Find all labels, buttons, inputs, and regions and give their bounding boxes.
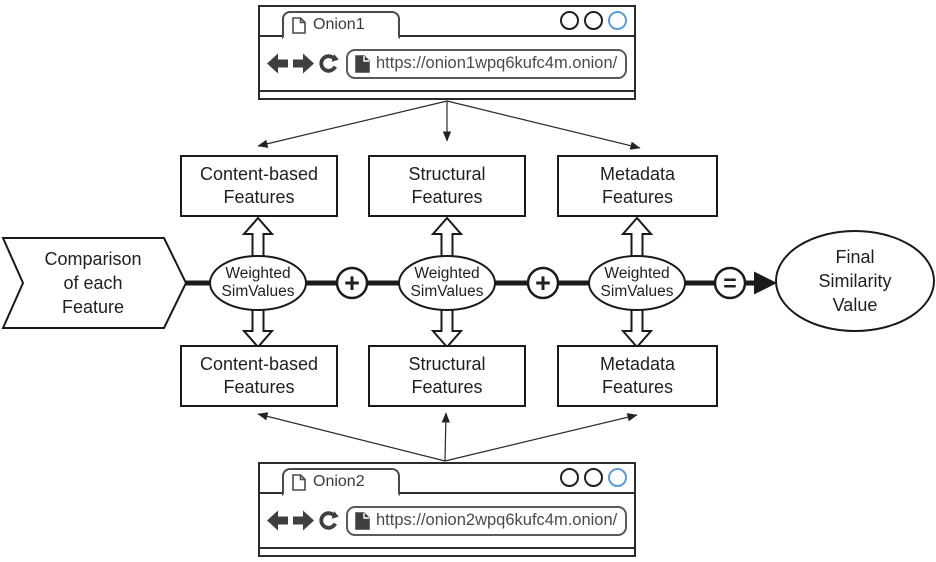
node-line: SimValues (410, 283, 484, 300)
box-label: Content-based (199, 353, 319, 374)
box-label: Features (223, 187, 295, 207)
arrow-onion1-to-metadata (446, 100, 641, 150)
box-label: Features (601, 187, 674, 207)
box-label: Features (223, 377, 295, 397)
box-label: Structural (408, 163, 486, 184)
box-label: Metadata (599, 353, 676, 374)
node-line: Weighted (414, 264, 480, 282)
box-structural-features-top: Structural Features (368, 155, 526, 217)
window-button-icon[interactable] (560, 11, 579, 30)
final-node-label: Final Similarity Value (778, 234, 932, 328)
node-line: Final (835, 246, 875, 267)
browser-window-onion2: Onion2 https://onion2wpq6kufc (258, 462, 636, 557)
back-arrow-icon[interactable] (266, 510, 289, 531)
weighted-node-ellipse (588, 255, 686, 311)
window-button-icon[interactable] (584, 11, 603, 30)
node-line: Weighted (604, 264, 670, 282)
node-line: SimValues (221, 283, 295, 300)
box-content-features-bottom: Content-based Features (180, 345, 338, 407)
block-arrow-up-icon (430, 216, 464, 259)
weighted-node-label: Weighted SimValues (198, 260, 318, 306)
node-line: Value (832, 295, 878, 316)
block-arrow-down-icon (620, 307, 654, 349)
block-arrow-up-icon (620, 216, 654, 259)
tab-strip: Onion2 (260, 464, 634, 496)
block-arrow-down-icon (241, 307, 275, 349)
browser-bottom-strip (260, 547, 634, 555)
weighted-node-label: Weighted SimValues (387, 260, 507, 306)
window-buttons (560, 11, 627, 30)
arrow-onion2-to-structural (441, 412, 450, 462)
node-line: Similarity (818, 270, 892, 291)
box-metadata-features-bottom: Metadata Features (557, 345, 718, 407)
url-bar[interactable]: https://onion1wpq6kufc4m.onion/ (346, 48, 627, 79)
node-line: Weighted (225, 264, 291, 282)
arrow-onion2-to-metadata (444, 413, 638, 462)
tab-strip: Onion1 (260, 7, 634, 39)
back-arrow-icon[interactable] (266, 53, 289, 74)
tab-label: Onion1 (313, 16, 365, 33)
block-arrow-up-icon (241, 216, 275, 259)
block-arrow-down-icon (430, 307, 464, 349)
browser-window-onion1: Onion1 https://onion1wpq6kufc (258, 5, 636, 100)
browser-bottom-strip (260, 90, 634, 98)
page-icon (292, 473, 306, 491)
plus-operator: + (535, 267, 551, 298)
window-buttons (560, 468, 627, 487)
node-line: SimValues (600, 283, 674, 300)
forward-arrow-icon[interactable] (292, 510, 315, 531)
weighted-node-ellipse (398, 255, 496, 311)
url-text: https://onion2wpq6kufc4m.onion/ (376, 511, 618, 529)
window-button-blue-icon[interactable] (608, 11, 627, 30)
box-content-features-top: Content-based Features (180, 155, 338, 217)
box-label: Features (411, 377, 483, 397)
arrow-onion1-to-content (257, 100, 448, 148)
box-label: Content-based (199, 163, 319, 184)
url-bar[interactable]: https://onion2wpq6kufc4m.onion/ (346, 505, 627, 536)
box-metadata-features-top: Metadata Features (557, 155, 718, 217)
equals-circle (713, 266, 747, 300)
box-label: Features (601, 377, 674, 397)
comparison-banner: Comparison of each Feature (8, 240, 178, 326)
box-structural-features-bottom: Structural Features (368, 345, 526, 407)
plus-operator: + (344, 267, 360, 298)
arrow-onion2-to-content (257, 412, 446, 462)
window-button-icon[interactable] (560, 468, 579, 487)
box-label: Metadata (599, 163, 676, 184)
plus-circle (526, 266, 560, 300)
result-arrowhead-icon (754, 271, 777, 295)
banner-line: of each (63, 272, 123, 293)
nav-bar: https://onion2wpq6kufc4m.onion/ (260, 494, 634, 547)
refresh-icon[interactable] (318, 510, 339, 531)
plus-circle (335, 266, 369, 300)
box-label: Structural (408, 353, 486, 374)
url-text: https://onion1wpq6kufc4m.onion/ (376, 54, 618, 72)
weighted-node-label: Weighted SimValues (577, 260, 697, 306)
window-button-icon[interactable] (584, 468, 603, 487)
refresh-icon[interactable] (318, 53, 339, 74)
page-icon (355, 511, 370, 530)
weighted-node-ellipse (209, 255, 307, 311)
final-node-ellipse (775, 230, 935, 332)
tab-label: Onion2 (313, 473, 365, 490)
tab-onion2[interactable]: Onion2 (282, 468, 400, 496)
equals-operator: = (723, 269, 737, 296)
comparison-banner-shape (1, 237, 188, 329)
page-icon (292, 16, 306, 34)
tab-onion1[interactable]: Onion1 (282, 11, 400, 39)
box-label: Features (411, 187, 483, 207)
window-button-blue-icon[interactable] (608, 468, 627, 487)
page-icon (355, 54, 370, 73)
nav-bar: https://onion1wpq6kufc4m.onion/ (260, 37, 634, 90)
forward-arrow-icon[interactable] (292, 53, 315, 74)
banner-line: Comparison (44, 248, 142, 269)
banner-line: Feature (61, 297, 125, 318)
